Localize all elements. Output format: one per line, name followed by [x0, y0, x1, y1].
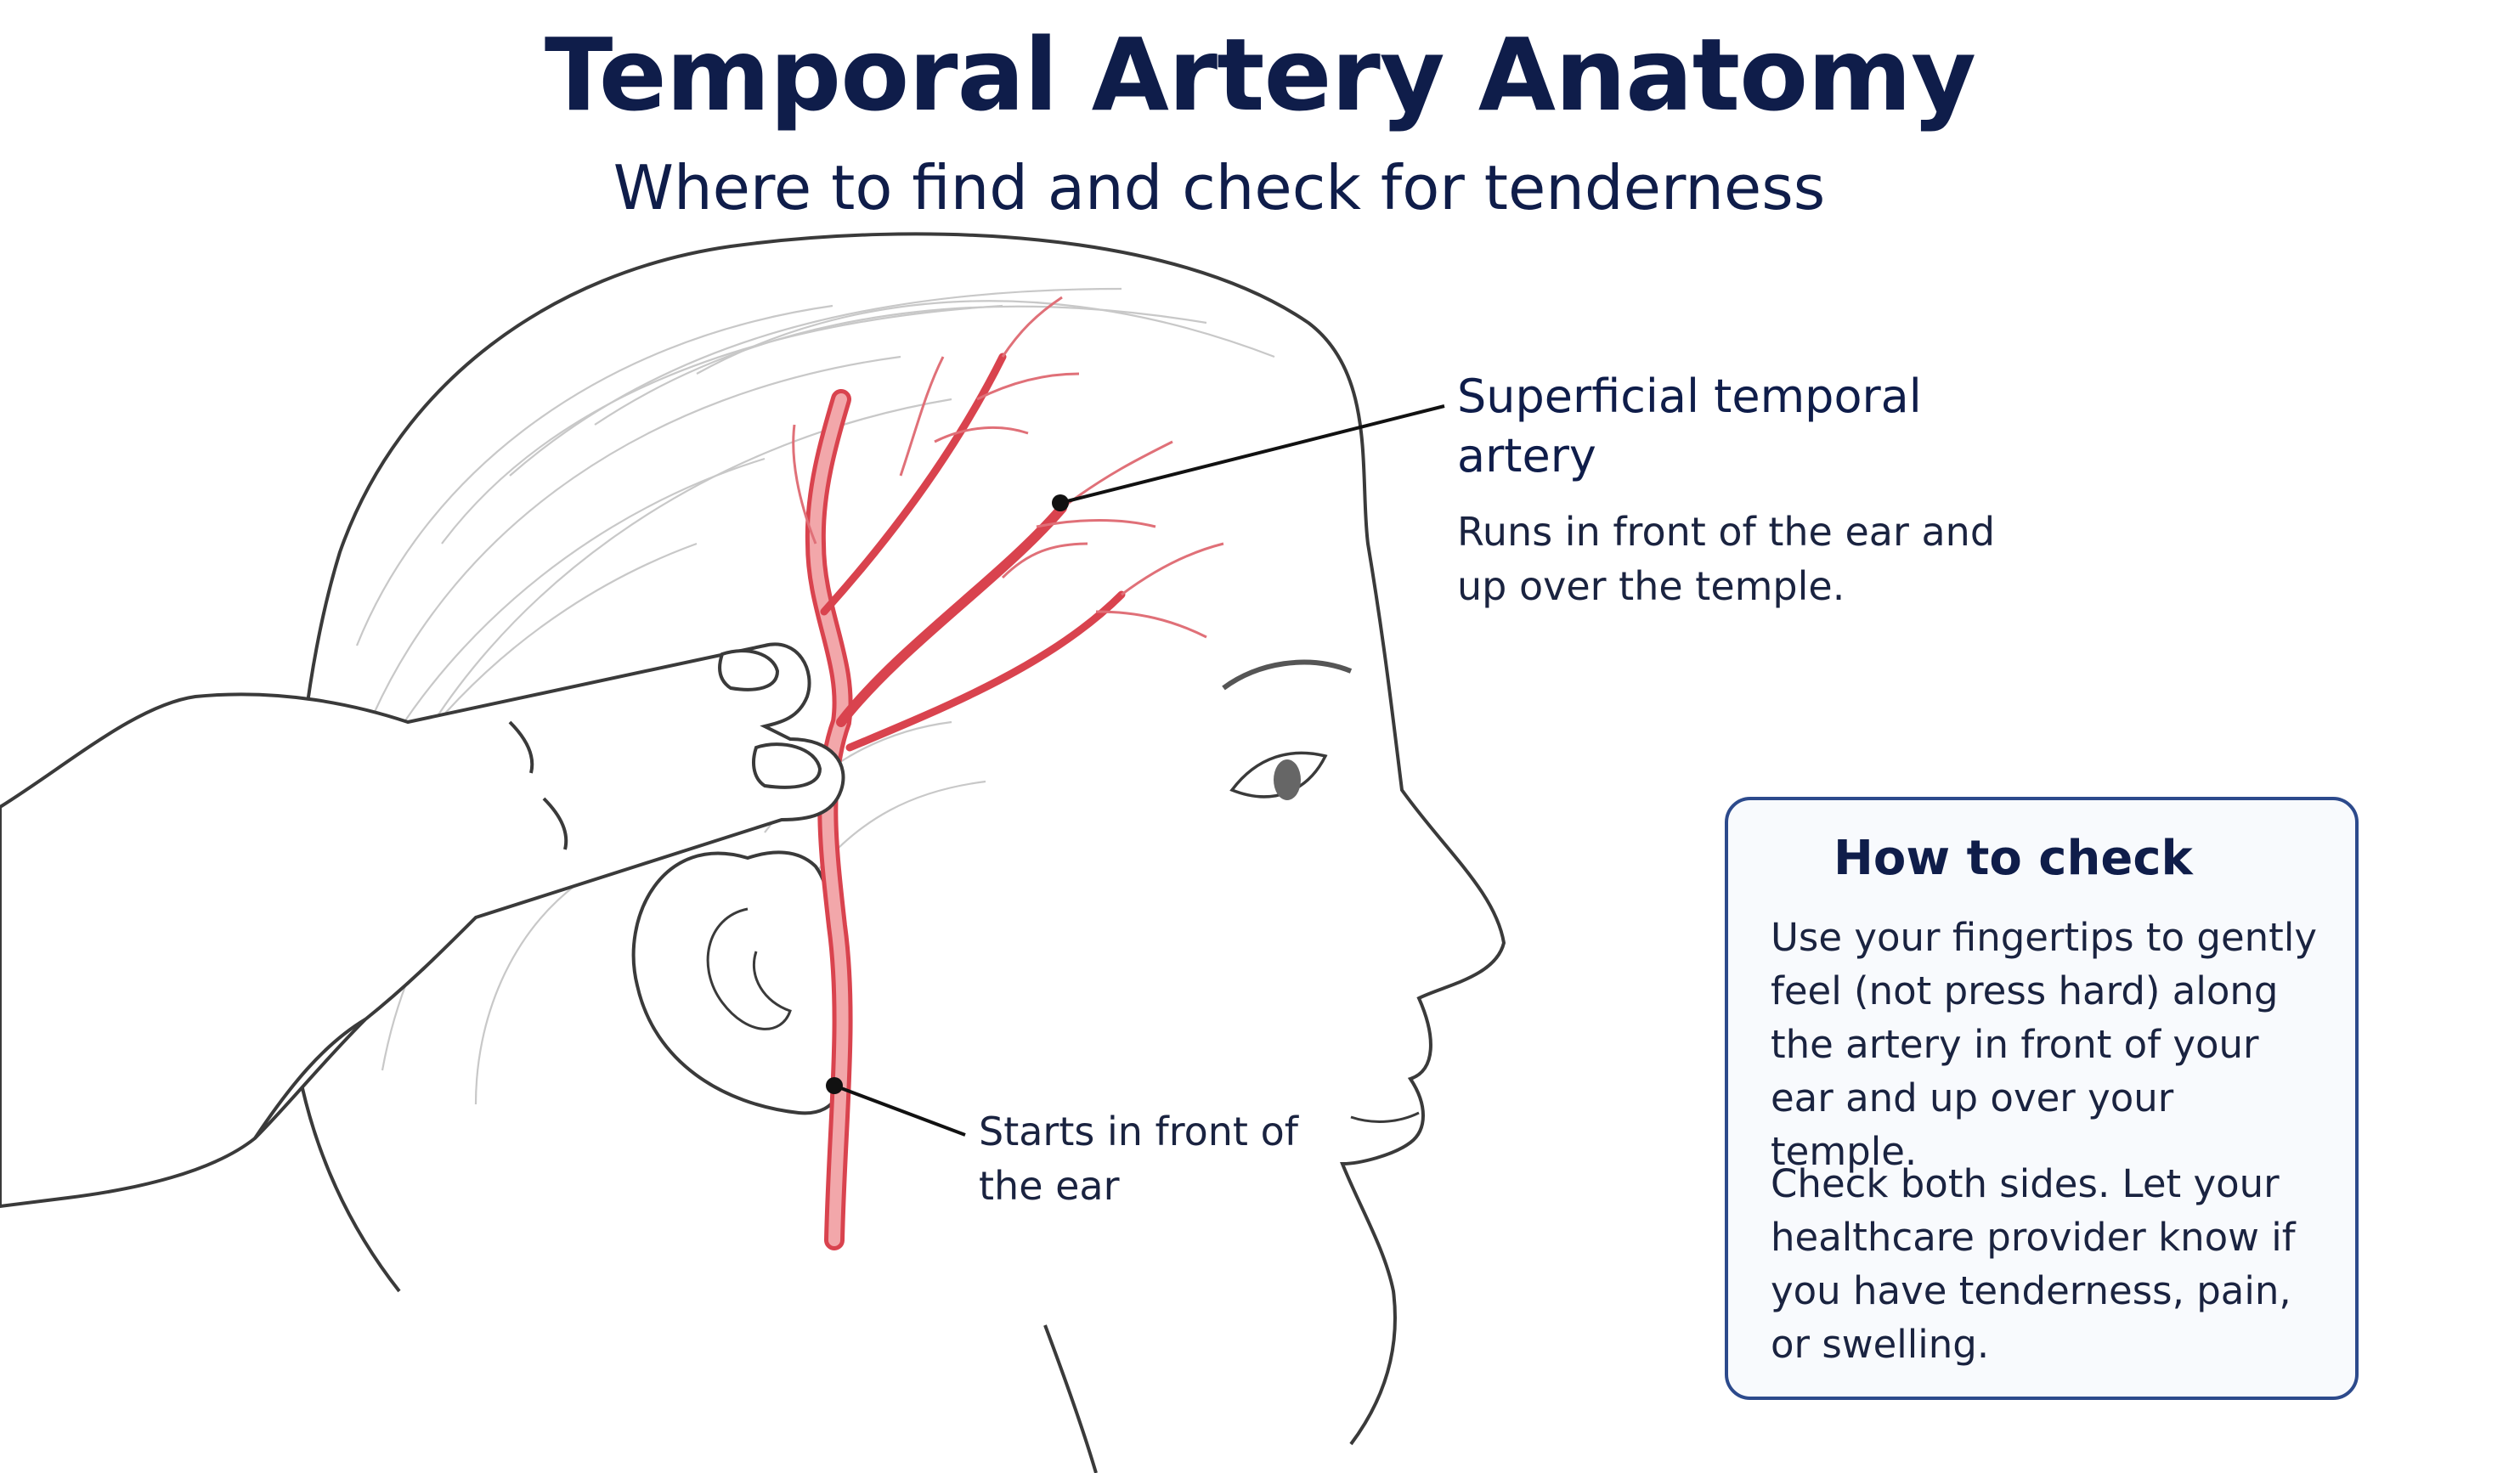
- artery-label-group: Superficial temporal artery Runs in fron…: [1457, 367, 2052, 613]
- how-to-check-title: How to check: [1833, 831, 2193, 886]
- eye-iris: [1274, 759, 1301, 800]
- finger-nail-bottom: [752, 742, 822, 789]
- marker-dot-artery: [1052, 494, 1069, 511]
- finger-crease-2: [542, 797, 568, 850]
- artery-name-label: Superficial temporal artery: [1457, 370, 1922, 483]
- page-subtitle: Where to find and check for tenderness: [613, 152, 1826, 223]
- finger-nail-top: [718, 649, 780, 691]
- leader-line-artery: [1059, 404, 1445, 505]
- eyebrow: [1222, 659, 1353, 691]
- artery-illustration: [792, 296, 1224, 1250]
- skull-outline: [285, 232, 1506, 1446]
- starts-in-front-label: Starts in front of the ear: [979, 1109, 1298, 1209]
- how-to-check-instructions: Use your fingertips to gently feel (not …: [1771, 915, 2317, 1174]
- ear-inner: [706, 907, 792, 1030]
- hand-fingers-illustration: [0, 642, 845, 1209]
- artery-lower-branch: [845, 590, 1126, 752]
- artery-parietal-branch: [820, 353, 1007, 616]
- how-to-check-box: How to check Use your fingertips to gent…: [1725, 797, 2359, 1400]
- finger-crease-1: [508, 720, 534, 774]
- marker-dot-ear: [826, 1077, 843, 1094]
- ear-outline: [631, 850, 846, 1115]
- artery-main-fill: [809, 393, 849, 1246]
- starts-label-group: Starts in front of the ear: [979, 1104, 1353, 1213]
- hand-outline: [0, 642, 845, 1209]
- how-to-check-advice: Check both sides. Let your healthcare pr…: [1771, 1161, 2296, 1367]
- lips-line: [1350, 1111, 1420, 1123]
- neck-outline: [1043, 1324, 1098, 1473]
- thumb-line: [253, 1018, 367, 1140]
- artery-description: Runs in front of the ear and up over the…: [1457, 509, 1996, 609]
- artery-frontal-branch: [836, 503, 1067, 727]
- artery-small-branches: [792, 296, 1224, 639]
- page-title: Temporal Artery Anatomy: [544, 16, 1976, 133]
- leader-line-ear: [833, 1084, 966, 1137]
